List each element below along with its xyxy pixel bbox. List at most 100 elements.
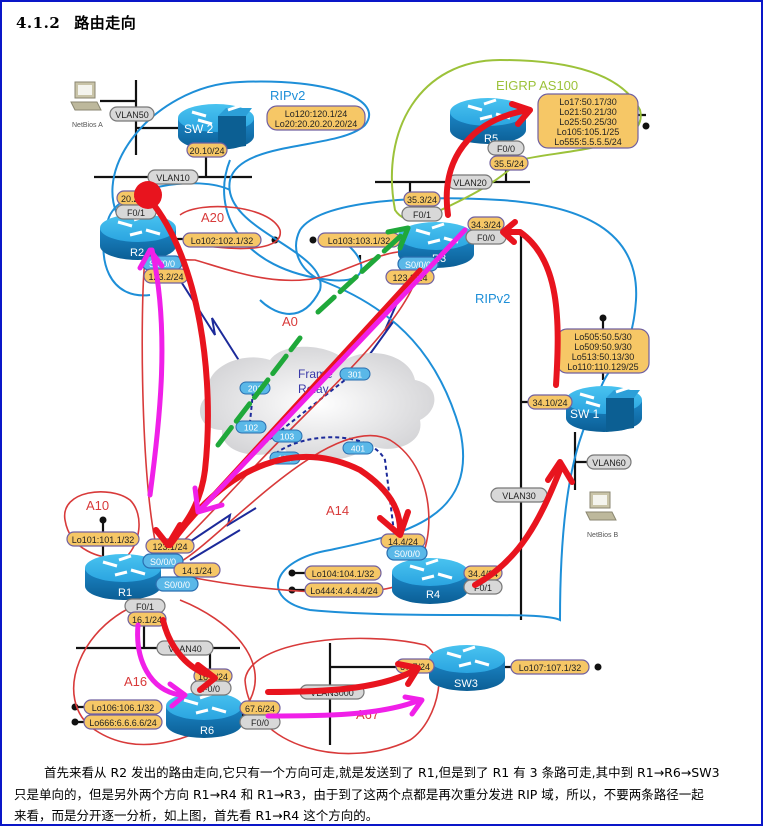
sw1-ip-label: 34.10/24: [527, 394, 573, 410]
label-text: 35.5/24: [494, 159, 524, 169]
label-text: 34.10/24: [532, 398, 567, 408]
label-text: 67.6/24: [245, 704, 275, 714]
r4-s-intf-label: S0/0/0: [386, 545, 428, 561]
r3-f0-ip-label: 34.3/24: [467, 216, 505, 232]
label-text: Lo120:120.1/24: [285, 109, 348, 119]
label-text: 20.10/24: [189, 146, 224, 156]
magenta-route-r1-r3: [197, 227, 468, 513]
area-label-a20: A20: [201, 210, 224, 225]
dlci-label: 301: [339, 367, 371, 381]
label-text: VLAN60: [592, 458, 626, 468]
red-route-r4-sw1: [472, 467, 563, 588]
r5-intf-label: F0/0: [487, 140, 525, 156]
device-sw2: SW 2: [176, 102, 256, 152]
sw3-loopback-label: Lo107:107.1/32: [510, 659, 590, 675]
label-text: VLAN50: [115, 110, 149, 120]
label-text: F0/0: [202, 684, 220, 694]
device-sw3: SW3: [427, 643, 507, 693]
label-text: Lo103:103.1/32: [328, 236, 391, 246]
label-text: Lo106:106.1/32: [92, 703, 155, 713]
label-text: Lo25:50.25/30: [559, 117, 617, 127]
r2-s-ip-label: 123.2/24: [143, 268, 189, 284]
label-text: Lo107:107.1/32: [519, 663, 582, 673]
vlan50-label: VLAN50: [109, 106, 155, 122]
dlci-text: 103: [280, 432, 294, 442]
red-route-r6-sw3: [265, 667, 418, 695]
paragraph-line-2: 只是单向的，但是另外两个方向 R1→R4 和 R1→R3，由于到了这两个点都是再…: [14, 786, 704, 802]
label-text: Lo110:110.129/25: [567, 362, 638, 372]
label-text: S0/0/0: [394, 549, 420, 559]
dlci-label: 401: [342, 441, 374, 455]
r1-s2-intf-label: S0/0/0: [155, 576, 199, 592]
device-r2: R2: [98, 212, 178, 262]
red-route-sw1-r3: [502, 229, 561, 388]
r6-f0-ip-label: 67.6/24: [239, 700, 281, 716]
device-name: R1: [118, 587, 132, 599]
paragraph-line-3: 来看，而是分开逐一分析，如上图，首先看 R1→R4 这个方向的。: [14, 808, 379, 823]
r1-f-intf-label: F0/1: [124, 598, 166, 614]
device-r4: R4: [390, 556, 470, 606]
label-text: 34.3/24: [471, 220, 501, 230]
section-number: 4.1.2: [16, 14, 61, 32]
device-r6: R6: [164, 690, 244, 740]
r5-ip-label: 35.5/24: [489, 155, 529, 171]
label-text: Lo21:50.21/30: [559, 107, 617, 117]
vlan30-label: VLAN30: [490, 487, 548, 503]
area-label-a16: A16: [124, 674, 147, 689]
pc-icon: [70, 81, 102, 111]
ospf-areas: A0 A10 A14 A16 A20 A67: [64, 205, 440, 755]
label-text: Lo509:50.9/30: [574, 342, 632, 352]
r4-loopback-1-label: Lo444:4.4.4.4/24: [304, 582, 384, 598]
label-text: Lo666:6.6.6.6/24: [89, 718, 157, 728]
pc-icon: [585, 491, 617, 521]
host-netbios-a: NetBios A: [70, 81, 103, 129]
rip-domain-label-right: RIPv2: [475, 291, 510, 306]
label-text: S0/0/0: [405, 260, 431, 270]
label-text: F0/0: [497, 144, 515, 154]
device-name: R6: [200, 725, 214, 737]
label-text: 35.3/24: [407, 195, 437, 205]
host-netbios-b: NetBios B: [585, 491, 618, 539]
r3-f0-intf-label: F0/0: [465, 229, 507, 245]
label-text: F0/1: [136, 602, 154, 612]
device-name: R2: [130, 247, 144, 259]
r1-f-ip-label: 16.1/24: [127, 611, 167, 627]
sw1-loopbacks-label: Lo505:50.5/30Lo509:50.9/30Lo513:50.13/30…: [556, 328, 650, 374]
label-text: Lo101:101.1/32: [72, 535, 135, 545]
area-label-a14: A14: [326, 503, 349, 518]
host-label: NetBios B: [587, 532, 618, 539]
label-text: 123.2/24: [148, 272, 183, 282]
magenta-route-r1-r6: [135, 622, 183, 698]
label-text: Lo555:5.5.5.5/24: [554, 137, 622, 147]
area-label-a10: A10: [86, 498, 109, 513]
device-name: R4: [426, 589, 440, 601]
area-label-a0: A0: [282, 314, 298, 329]
rip-domain-label-top: RIPv2: [270, 88, 305, 103]
dlci-text: 201: [248, 384, 262, 394]
sw2-ip-label: 20.10/24: [186, 142, 228, 158]
label-text: VLAN40: [168, 644, 202, 654]
device-name: SW 1: [570, 407, 600, 421]
label-text: Lo105:105.1/25: [557, 127, 620, 137]
r4-loopback-0-label: Lo104:104.1/32: [304, 565, 382, 581]
r6-loopback-0-label: Lo106:106.1/32: [83, 699, 163, 715]
dlci-text: 102: [244, 423, 258, 433]
r3-f1-ip-label: 35.3/24: [403, 191, 441, 207]
device-r1: R1: [83, 552, 163, 602]
label-text: Lo505:50.5/30: [574, 332, 632, 342]
label-text: 14.1/24: [182, 566, 212, 576]
dlci-label: 102: [235, 420, 267, 434]
label-text: 34.4/24: [468, 569, 498, 579]
label-text: VLAN10: [156, 173, 190, 183]
r6-f0-intf-label: F0/0: [239, 714, 281, 730]
paragraph-line-1: 首先来看从 R2 发出的路由走向,它只有一个方向可走,就是发送到了 R1,但是到…: [44, 765, 720, 780]
label-text: Lo104:104.1/32: [312, 569, 375, 579]
label-text: Lo513:50.13/30: [572, 352, 635, 362]
route-annotations: [134, 101, 575, 719]
vlan20-label: VLAN20: [447, 174, 493, 190]
vlan60-label: VLAN60: [586, 454, 632, 470]
label-text: VLAN20: [453, 178, 487, 188]
magenta-route-r1-r2: [147, 247, 165, 498]
